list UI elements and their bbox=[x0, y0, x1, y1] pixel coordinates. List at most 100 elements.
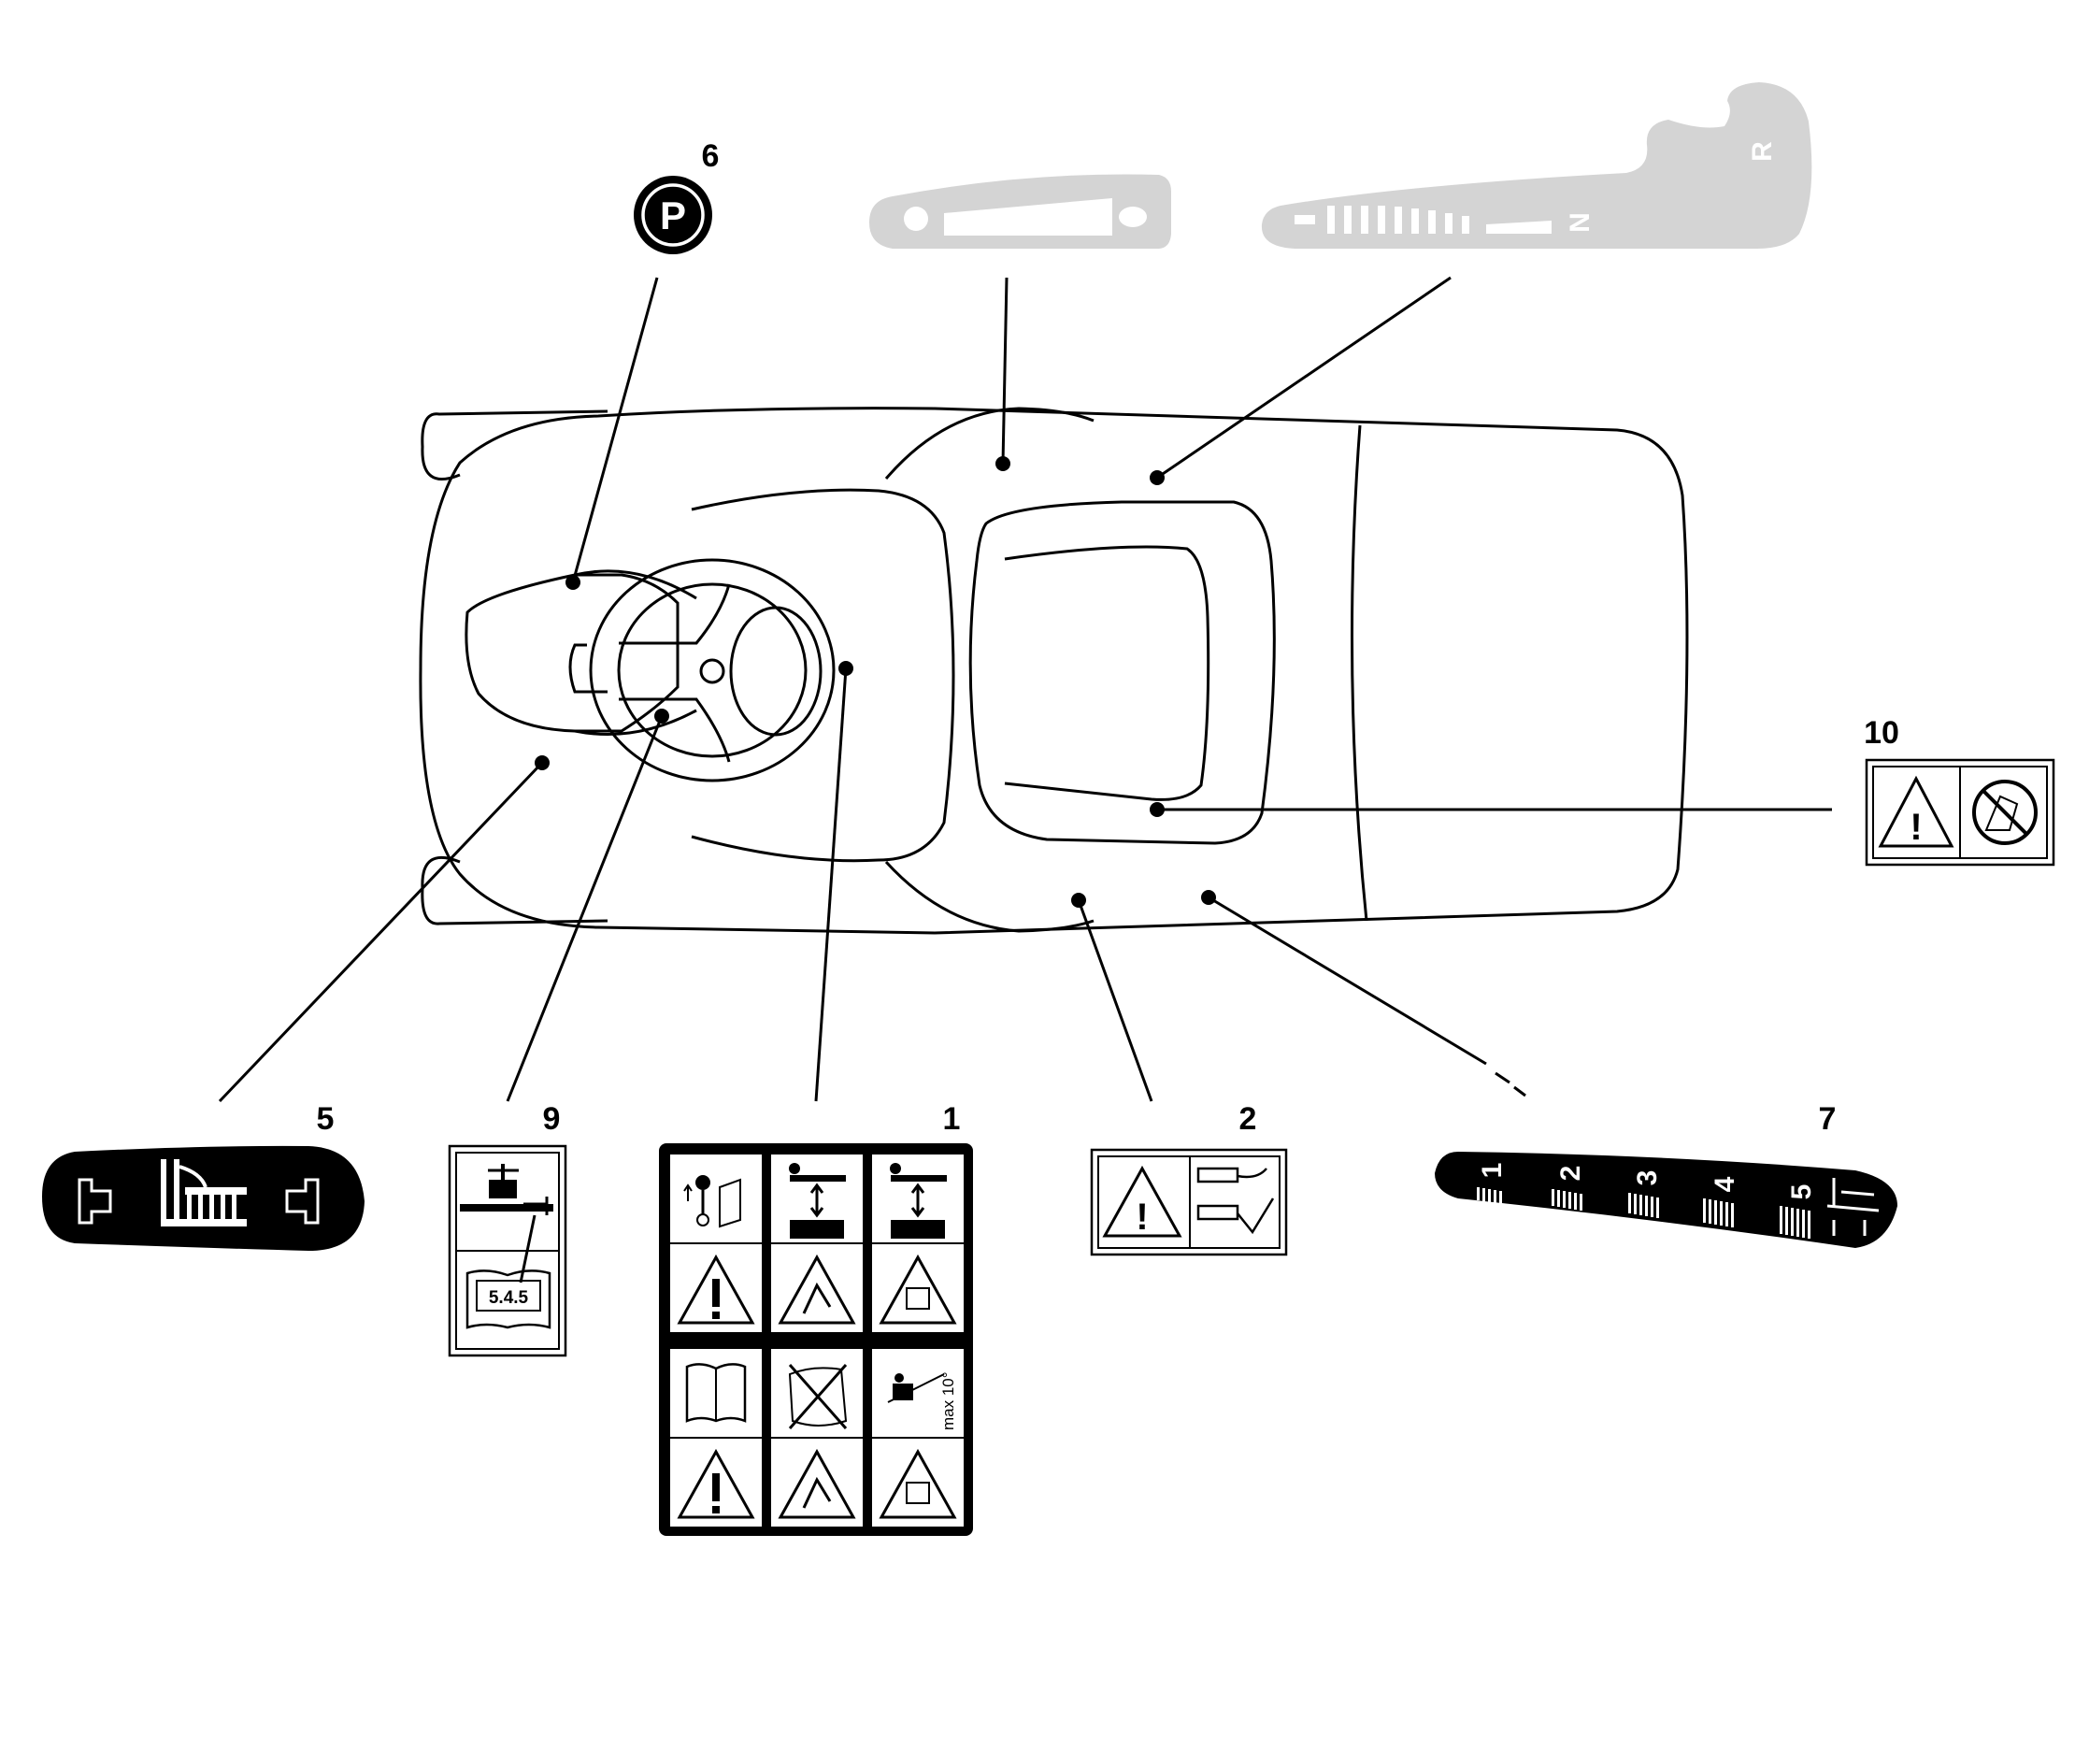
rear-section-divider bbox=[1350, 424, 1368, 922]
seat bbox=[968, 500, 1276, 845]
hood-ridge-top bbox=[574, 569, 697, 600]
leader-1 bbox=[814, 667, 848, 1102]
slope-icon: max 10° bbox=[887, 1371, 957, 1430]
throttle-wedge bbox=[944, 198, 1112, 236]
dashboard-gauge bbox=[729, 606, 823, 737]
seat-operator-icon bbox=[789, 1163, 846, 1239]
callout-numbers: 6 10 5 9 1 2 7 bbox=[317, 138, 1899, 1137]
steering-wheel bbox=[589, 558, 836, 782]
steering-wheel-spoke bbox=[619, 583, 731, 763]
steering-hub bbox=[699, 658, 725, 684]
mower-body-outline bbox=[419, 407, 1689, 935]
decal-1-safety-panel: max 10° bbox=[659, 1143, 973, 1536]
height-step-3: 3 bbox=[1632, 1170, 1663, 1186]
height-step-2: 2 bbox=[1555, 1166, 1586, 1182]
warning-triangle-icon bbox=[1878, 775, 1954, 848]
dot-2 bbox=[1071, 893, 1086, 908]
parking-disc bbox=[634, 176, 712, 254]
dot-9 bbox=[654, 709, 669, 724]
gear-neutral: N bbox=[1565, 212, 1596, 233]
decal-gear-lever: N R bbox=[1261, 82, 1812, 249]
seat-operator-icon-2 bbox=[890, 1163, 947, 1239]
key-icon bbox=[683, 1175, 741, 1228]
book-icon bbox=[465, 1269, 551, 1329]
manual-section: 5.4.5 bbox=[489, 1288, 529, 1308]
leader-throttle bbox=[1001, 277, 1009, 465]
height-step-4: 4 bbox=[1710, 1176, 1740, 1192]
hood bbox=[465, 573, 680, 733]
no-passengers-icon bbox=[788, 1364, 848, 1429]
decal-7-height-scale: 1 2 3 4 5 bbox=[1435, 1152, 1897, 1248]
cutting-height-icon bbox=[1826, 1178, 1880, 1236]
height-step-1: 1 bbox=[1477, 1163, 1508, 1179]
gear-reverse: R bbox=[1747, 141, 1778, 162]
parking-ring bbox=[641, 183, 705, 247]
decal-5-mower-deck bbox=[42, 1145, 365, 1251]
svg-text:!: ! bbox=[1910, 807, 1922, 848]
callout-6: 6 bbox=[702, 138, 720, 174]
leader-gear bbox=[1156, 276, 1452, 480]
dot-5 bbox=[535, 755, 550, 770]
dot-throttle bbox=[995, 456, 1010, 471]
dot-6 bbox=[565, 575, 580, 590]
leader-9 bbox=[506, 715, 664, 1102]
leader-dots bbox=[535, 456, 1216, 908]
dot-gear bbox=[1150, 470, 1165, 485]
pointer-arrow bbox=[519, 1214, 537, 1284]
leader-6 bbox=[571, 277, 659, 583]
leader-lines bbox=[218, 276, 1832, 1103]
foot-platform bbox=[691, 488, 955, 863]
leader-2 bbox=[1077, 899, 1153, 1102]
hand-pedal-icon bbox=[1196, 1167, 1275, 1235]
leader-7-break-2 bbox=[1513, 1085, 1526, 1097]
arrow-left-icon bbox=[78, 1178, 112, 1225]
decal-parking: P bbox=[634, 176, 712, 254]
leader-7 bbox=[1208, 896, 1487, 1066]
leader-7-break bbox=[1495, 1071, 1510, 1084]
warning-triangle-icon-2 bbox=[677, 1448, 755, 1519]
mower-deck-icon bbox=[460, 1164, 553, 1215]
callout-5: 5 bbox=[317, 1101, 335, 1137]
decal-9-manual: 5.4.5 bbox=[448, 1144, 567, 1357]
mower-body bbox=[419, 407, 1689, 935]
left-front-wheel bbox=[421, 409, 608, 480]
book-icon bbox=[685, 1363, 747, 1423]
height-ticks bbox=[1477, 1187, 1810, 1239]
fender-arc-top bbox=[884, 407, 1095, 480]
slope-max: max 10° bbox=[939, 1371, 957, 1430]
warning-triangle-icon bbox=[677, 1254, 755, 1325]
deck-icon bbox=[161, 1159, 247, 1226]
svg-text:!: ! bbox=[1136, 1197, 1148, 1238]
tractor-icon bbox=[1295, 215, 1315, 224]
prohibition-icon bbox=[1972, 780, 2038, 845]
hazard-blade-icon bbox=[778, 1254, 856, 1325]
callout-7: 7 bbox=[1819, 1101, 1837, 1137]
dot-10 bbox=[1150, 802, 1165, 817]
leader-5 bbox=[218, 763, 542, 1103]
hazard-blade-icon-2 bbox=[778, 1448, 856, 1519]
callout-2: 2 bbox=[1239, 1101, 1257, 1137]
callout-10: 10 bbox=[1864, 715, 1899, 751]
rabbit-icon bbox=[904, 207, 928, 231]
steering-wheel-inner bbox=[617, 582, 808, 758]
hazard-tipover-icon bbox=[879, 1448, 957, 1519]
arrow-right-icon bbox=[285, 1178, 320, 1225]
dot-7 bbox=[1201, 890, 1216, 905]
hazard-runover-icon bbox=[879, 1254, 957, 1325]
dot-1 bbox=[838, 661, 853, 676]
fender-arc-bottom bbox=[884, 860, 1095, 933]
decal-2-warning: ! bbox=[1090, 1148, 1288, 1256]
height-step-5: 5 bbox=[1786, 1184, 1817, 1200]
steering-column bbox=[568, 643, 608, 694]
callout-1: 1 bbox=[943, 1101, 961, 1137]
seat-cushion bbox=[1004, 545, 1210, 801]
turtle-icon bbox=[1119, 207, 1147, 227]
parking-letter: P bbox=[660, 194, 686, 237]
decal-5-shape bbox=[42, 1145, 365, 1251]
callout-9: 9 bbox=[543, 1101, 561, 1137]
decal-throttle bbox=[869, 174, 1171, 249]
warning-triangle-icon bbox=[1102, 1165, 1182, 1238]
hood-ridge-bottom bbox=[574, 709, 697, 736]
